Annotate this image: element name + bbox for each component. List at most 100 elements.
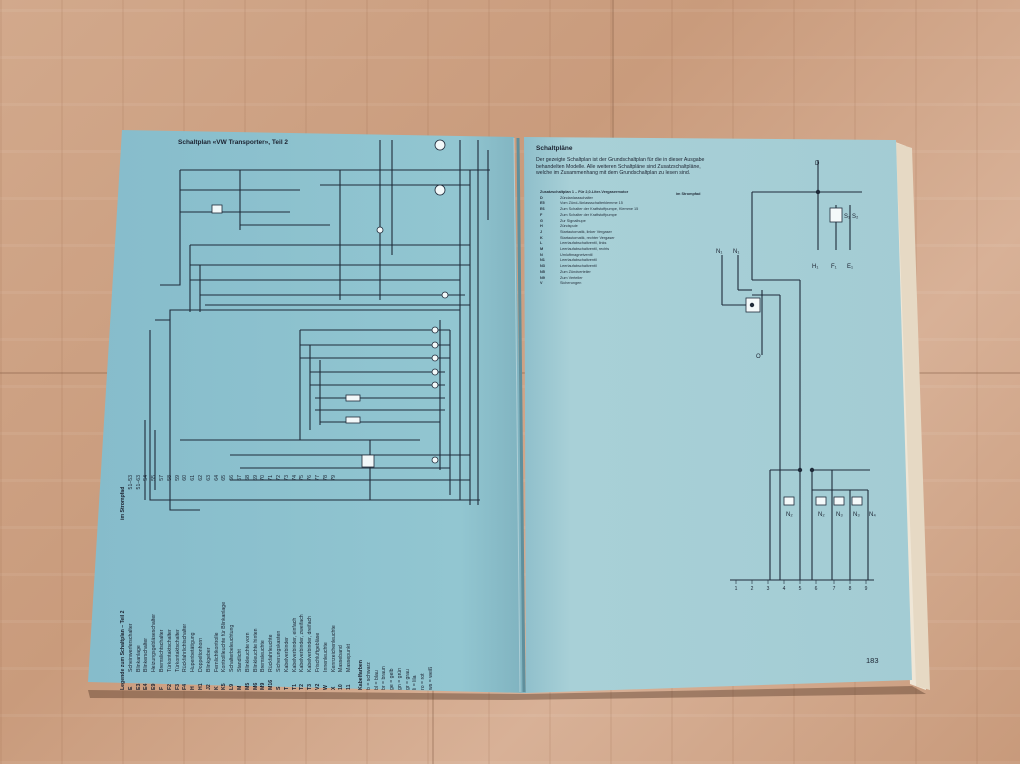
left-wiring-diagram (144, 140, 490, 511)
left-legend-item-code: M6 (252, 682, 259, 690)
book-shadow (88, 686, 926, 700)
right-legend-item-code: D (540, 195, 543, 200)
left-legend-item-code: F2 (166, 683, 173, 690)
left-legend-item-label: Innenleuchte (322, 642, 329, 672)
right-legend-item-code: N9 (540, 275, 545, 280)
left-legend-item-label: Standlicht (236, 649, 243, 672)
svg-text:4: 4 (783, 586, 786, 592)
left-legend-circuit: 58 (166, 475, 173, 481)
left-legend-circuit: 67 (236, 475, 243, 481)
left-legend-item-code: H (190, 686, 197, 690)
left-legend-item-label: Scheinwerferschalter (127, 623, 134, 672)
left-circuit-heading: im Strompfad (120, 486, 126, 520)
svg-text:E₁: E₁ (847, 264, 853, 270)
svg-text:N₂: N₂ (818, 512, 825, 518)
svg-text:N₃: N₃ (853, 512, 860, 518)
right-legend-item-label: Leerlaufabschaltventil, rechts (560, 247, 610, 252)
left-legend-item-label: Heizungsgebläseschalter (151, 614, 158, 672)
left-legend-circuit: 64 (213, 475, 220, 481)
right-legend-item-code: M (540, 247, 544, 252)
left-color-item: b = schwarz (365, 662, 372, 690)
left-page-title: Schaltplan «VW Transporter», Teil 2 (178, 139, 289, 146)
left-legend-circuit: 62 (197, 475, 204, 481)
right-legend-item-label: Vom Zünd-/Anlassschalterklemme 15 (560, 201, 623, 206)
left-legend-item-code: E3 (135, 683, 142, 690)
right-components (745, 189, 863, 506)
left-legend-item-label: Kontrollleuchte für Blinkanlage (221, 601, 228, 672)
left-legend-circuit: 68 (244, 475, 251, 481)
left-legend-item-code: M (236, 685, 243, 690)
left-legend-item-code: X (330, 686, 337, 690)
left-legend-item-label: Kabelverbinder, zweifach (299, 614, 306, 672)
right-legend-item-code: N (540, 252, 543, 257)
right-legend-item-code: N1 (540, 258, 545, 263)
svg-text:N₂: N₂ (786, 512, 793, 518)
right-legend-item-code: J (540, 229, 543, 234)
svg-text:N₁: N₁ (733, 249, 739, 255)
svg-text:3: 3 (767, 586, 770, 592)
svg-text:S₂: S₂ (852, 214, 859, 220)
right-legend-item: N Umluftmagnetventil (540, 253, 638, 259)
left-legend-item-code: F3 (174, 683, 181, 690)
right-legend-item-label: Leerlaufabschaltventil (560, 264, 597, 269)
right-legend-item-label: Sicherungen (560, 281, 582, 286)
svg-text:H₁: H₁ (812, 264, 818, 270)
left-legend-item-code: T1 (291, 683, 298, 690)
left-legend-circuit: 75 (299, 475, 306, 481)
left-color-item: ws = weiß (428, 666, 435, 690)
left-legend-item-code: T2 (299, 683, 306, 690)
left-legend-circuit: 69 (252, 475, 259, 481)
left-legend-item-code: S (275, 686, 282, 690)
left-legend-item-code: M16 (268, 679, 275, 690)
left-legend-item-code: K (213, 686, 220, 690)
svg-text:N₄: N₄ (869, 512, 876, 518)
right-legend-item-code: E5 (540, 201, 545, 206)
left-color-item: ge = gelb (389, 668, 396, 691)
right-legend-item-label: Umluftmagnetventil (560, 252, 593, 257)
left-legend-circuit: 51–63 (135, 475, 142, 490)
left-legend-item-label: Schalterbeleuchtung (229, 624, 236, 672)
left-legend-item-code: J2 (205, 684, 212, 690)
left-legend-circuit: 77 (314, 475, 321, 481)
right-legend-item-code: E6 (540, 207, 545, 212)
left-legend-item: M Standlicht 67 (237, 475, 245, 690)
left-colors-heading: Kabelfarben (357, 660, 364, 690)
right-wiring-diagram (721, 160, 874, 581)
left-legend-item-label: Kabelverbinder (283, 637, 290, 672)
left-legend-item-label: Hupenbetätigung (190, 632, 197, 672)
desk-seam (432, 690, 434, 764)
left-legend-circuit: 71 (268, 475, 275, 481)
left-legend: Legende zum Schaltplan – Teil 2 im Strom… (120, 475, 436, 690)
left-legend-item-label: Bremslichtschalter (158, 629, 165, 672)
right-legend-item-code: G (540, 218, 543, 223)
right-circuit-heading: im Strompfad (676, 192, 701, 196)
left-legend-item-code: M5 (244, 682, 251, 690)
left-page (88, 130, 526, 693)
right-page (524, 137, 912, 693)
page-number: 183 (866, 656, 879, 665)
svg-text:9: 9 (865, 586, 868, 592)
